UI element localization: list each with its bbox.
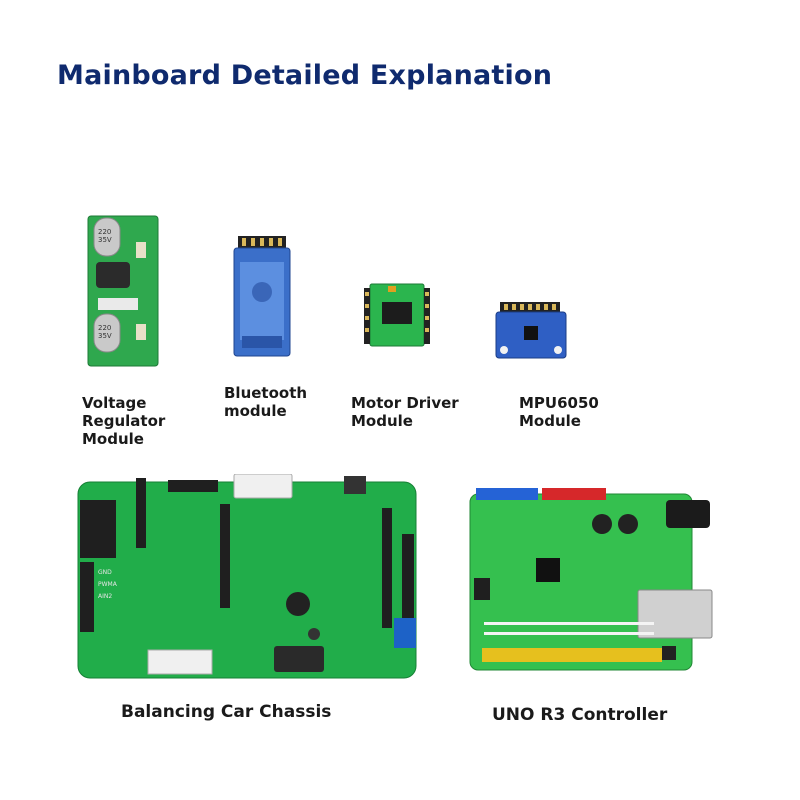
voltage-regulator-module-image: 220 35V 220 35V [87, 215, 159, 367]
svg-text:GND: GND [98, 569, 112, 576]
svg-text:PWMA: PWMA [98, 581, 118, 588]
motor-driver-module-label: Motor Driver Module [351, 394, 459, 430]
svg-text:220: 220 [98, 324, 111, 332]
mpu6050-module-label: MPU6050 Module [519, 394, 599, 430]
svg-text:220: 220 [98, 228, 111, 236]
svg-text:AIN2: AIN2 [98, 593, 112, 600]
balancing-car-chassis-image: GND PWMA AIN2 [77, 474, 417, 679]
mpu6050-module-image [495, 302, 567, 359]
uno-r3-controller-label: UNO R3 Controller [492, 705, 668, 725]
voltage-regulator-label: Voltage Regulator Module [82, 394, 166, 448]
svg-text:35V: 35V [98, 332, 112, 340]
motor-driver-module-image [364, 283, 430, 347]
uno-r3-controller-image [469, 488, 713, 671]
bluetooth-module-image [233, 236, 291, 357]
page-title: Mainboard Detailed Explanation [57, 60, 553, 91]
bluetooth-module-label: Bluetooth module [224, 384, 308, 420]
svg-text:35V: 35V [98, 236, 112, 244]
balancing-car-chassis-label: Balancing Car Chassis [121, 702, 332, 722]
